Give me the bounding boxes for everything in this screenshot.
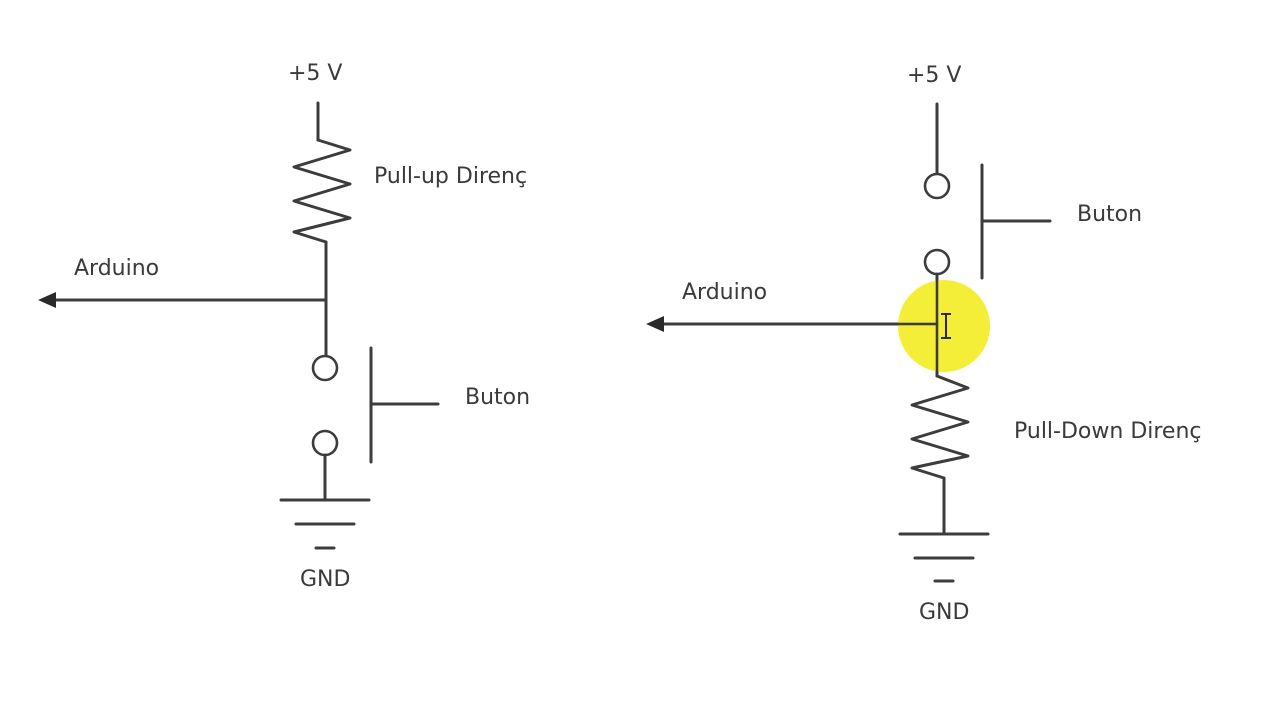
pull-up-resistor-label: Pull-up Direnç [374,164,527,189]
pull-up-arrow-icon [38,292,56,308]
pull-up-output-label: Arduino [74,256,159,281]
pull-down-output-label: Arduino [682,280,767,305]
pull-down-resistor-label: Pull-Down Direnç [1014,419,1202,444]
text-cursor-icon [941,313,951,339]
cursor-spotlight [898,280,990,372]
pull-down-ground-label: GND [919,600,969,625]
pull-down-button-label: Buton [1077,202,1142,227]
pull-down-ground-icon [898,532,990,583]
pull-down-supply-label: +5 V [907,63,961,88]
pull-up-resistor [292,138,352,244]
pull-down-button-top-terminal [923,172,951,200]
pull-up-button-bottom-terminal [311,429,339,457]
pull-up-button-label: Buton [465,385,530,410]
pull-down-button-bottom-terminal [923,248,951,276]
pull-up-ground-label: GND [300,567,350,592]
cursor-highlight [896,278,990,374]
pull-up-circuit: +5 V Pull-up Direnç Arduino Buton GND [38,61,530,592]
pull-up-button-top-terminal [311,354,339,382]
pull-down-arrow-icon [646,316,664,332]
pull-down-resistor [910,374,970,480]
pull-up-supply-label: +5 V [288,61,342,86]
pull-up-ground-icon [279,498,371,550]
